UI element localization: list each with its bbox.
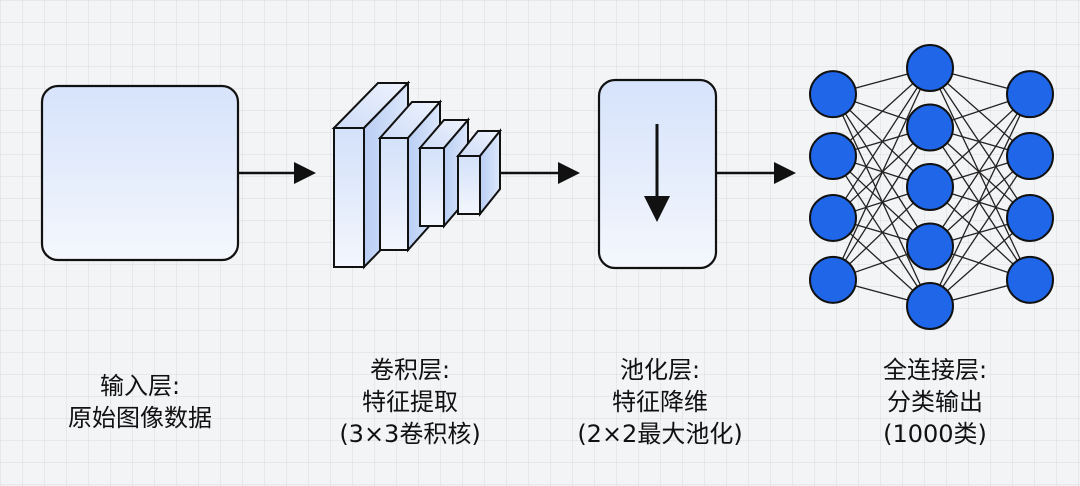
fc-layer-detail: (1000类) [883, 420, 987, 448]
conv-layer-caption: 卷积层: 特征提取 (3×3卷积核) [300, 354, 520, 450]
fc-connection [832, 127, 931, 281]
fc-layer-desc: 分类输出 [887, 388, 983, 416]
neuron-node [906, 103, 954, 152]
fc-connection [832, 155, 931, 307]
neuron-node [906, 222, 954, 271]
fc-neurons [809, 44, 1054, 330]
conv-layer-stack [331, 80, 503, 270]
pooling-layer-title: 池化层: [619, 356, 701, 384]
fc-connection [832, 93, 931, 247]
down-arrow-icon [644, 124, 670, 222]
neuron-node [809, 193, 857, 242]
fc-connection [929, 93, 1031, 247]
conv-layer-detail: (3×3卷积核) [339, 420, 481, 448]
fc-connection [832, 67, 931, 219]
fc-connection [832, 67, 931, 281]
fc-layer-title: 全连接层: [882, 356, 988, 384]
neuron-node [809, 70, 857, 119]
conv-feature-map [455, 128, 503, 217]
input-layer-box [40, 84, 240, 262]
neuron-node [1006, 193, 1054, 242]
conv-layer-title: 卷积层: [369, 356, 451, 384]
neuron-node [1006, 255, 1054, 304]
neuron-node [906, 163, 954, 211]
fc-layer-caption: 全连接层: 分类输出 (1000类) [830, 354, 1040, 450]
neuron-node [906, 44, 954, 92]
pooling-layer-caption: 池化层: 特征降维 (2×2最大池化) [540, 354, 780, 450]
fc-connection [929, 93, 1031, 307]
fc-connection [832, 93, 931, 307]
neuron-node [1006, 70, 1054, 119]
input-layer-title: 输入层: [99, 372, 181, 400]
conv-layer-desc: 特征提取 [362, 388, 458, 416]
fc-connection [929, 127, 1031, 281]
fully-connected-network [809, 44, 1054, 330]
neuron-node [809, 132, 857, 181]
neuron-node [1006, 132, 1054, 181]
neuron-node [906, 282, 954, 330]
neuron-node [809, 255, 857, 304]
fc-connection [929, 67, 1031, 281]
pooling-layer-detail: (2×2最大池化) [577, 420, 743, 448]
right-arrow-icon [238, 162, 316, 184]
right-arrow-icon [716, 162, 796, 184]
right-arrow-icon [500, 162, 580, 184]
pooling-layer-desc: 特征降维 [612, 388, 708, 416]
fc-connection [929, 155, 1031, 307]
input-layer-desc: 原始图像数据 [68, 404, 212, 432]
input-layer-caption: 输入层: 原始图像数据 [40, 370, 240, 434]
fc-connection [929, 67, 1031, 219]
